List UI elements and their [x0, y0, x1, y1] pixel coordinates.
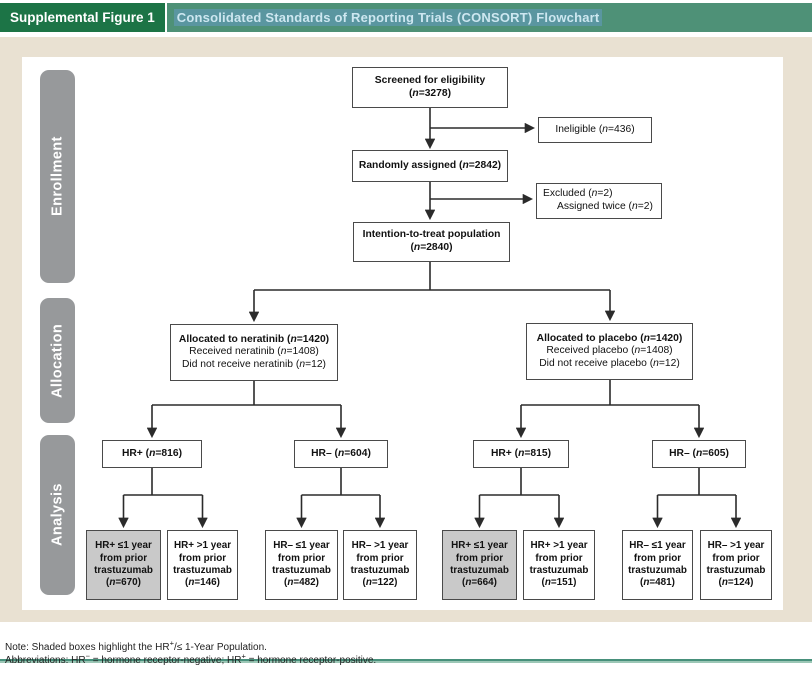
flow-box-line: Excluded (n=2): [543, 188, 613, 200]
stage-label-analysis: Analysis: [40, 435, 75, 595]
flow-box-line: Assigned twice (n=2): [557, 201, 653, 212]
flow-box-line: HR+ ≤1 year: [95, 540, 152, 552]
flow-box-line: HR– (n=604): [311, 447, 371, 459]
flow-box-line: (n=151): [541, 577, 577, 589]
flow-box-line: (n=146): [185, 577, 220, 589]
flow-box-line: (n=482): [284, 577, 319, 589]
flow-box-randomized: Randomly assigned (n=2842): [352, 150, 508, 182]
flow-box-line: HR+ (n=815): [490, 447, 552, 459]
flow-box-line: trastuzumab: [706, 565, 766, 576]
flow-box-neratinib: Allocated to neratinib (n=1420)Received …: [170, 324, 338, 381]
stage-label-enrollment: Enrollment: [40, 70, 75, 283]
flow-box-hr_pos_pla: HR+ (n=815): [473, 440, 569, 468]
flow-box-line: Randomly assigned (n=2842): [358, 159, 502, 171]
flow-box-line: trastuzumab: [350, 565, 410, 576]
figure-title: Consolidated Standards of Reporting Tria…: [173, 9, 603, 26]
figure-panel: Enrollment Allocation Analysis Screened …: [0, 37, 812, 663]
note-line: Note: Shaded boxes highlight the HR+/≤ 1…: [5, 638, 267, 653]
flow-box-line: Received placebo (n=1408): [546, 345, 673, 357]
flow-box-line: (n=124): [718, 577, 754, 589]
flow-box-line: Did not receive placebo (n=12): [539, 357, 680, 369]
flow-box-hr_neg_ner: HR– (n=604): [294, 440, 388, 468]
flow-box-line: Allocated to placebo (n=1420): [536, 332, 683, 344]
flow-box-line: from prior: [99, 552, 148, 564]
flow-box-line: HR+ >1 year: [530, 540, 588, 552]
flow-connectors: [118, 108, 742, 529]
flow-box-line: from prior: [356, 552, 404, 564]
flow-box-line: trastuzumab: [173, 565, 232, 576]
flow-box-line: Ineligible (n=436): [555, 123, 635, 135]
flowchart-canvas: Enrollment Allocation Analysis Screened …: [22, 57, 783, 610]
flow-box-line: (n=481): [640, 577, 675, 589]
flow-box-line: HR+ (n=816): [121, 447, 183, 459]
flow-box-line: Received neratinib (n=1408): [189, 346, 319, 358]
flow-box-hr_neg_pla: HR– (n=605): [652, 440, 746, 468]
flow-box-line: from prior: [633, 552, 682, 564]
flow-box-line: Did not receive neratinib (n=12): [182, 358, 326, 370]
stage-label-allocation: Allocation: [40, 298, 75, 423]
abbreviations-line: Abbreviations: HR− = hormone receptor-ne…: [5, 651, 377, 666]
flow-box-ineligible: Ineligible (n=436): [538, 117, 652, 143]
figure-title-segment: Consolidated Standards of Reporting Tria…: [166, 3, 812, 32]
flow-box-line: trastuzumab: [94, 565, 153, 576]
flow-box-line: Screened for eligibility: [374, 74, 486, 86]
flow-box-line: HR– >1 year: [351, 540, 409, 552]
flow-box-itt: Intention-to-treat population(n=2840): [353, 222, 510, 262]
flow-box-screened: Screened for eligibility(n=3278): [352, 67, 508, 108]
flow-box-line: from prior: [712, 552, 760, 564]
flow-box-line: from prior: [535, 552, 583, 564]
flow-box-placebo: Allocated to placebo (n=1420)Received pl…: [526, 323, 693, 380]
flow-box-line: (n=3278): [408, 87, 452, 99]
flow-box-line: trastuzumab: [529, 565, 589, 576]
flow-box-line: HR– (n=605): [669, 447, 729, 459]
flow-box-line: trastuzumab: [272, 565, 331, 576]
flow-box-line: (n=2840): [410, 242, 453, 253]
flow-box-line: (n=670): [106, 577, 141, 589]
flow-box-line: (n=122): [362, 577, 398, 589]
flow-box-excluded: Excluded (n=2)Assigned twice (n=2): [536, 183, 662, 219]
flow-box-line: Allocated to neratinib (n=1420): [178, 333, 330, 345]
flow-box-line: HR+ >1 year: [173, 540, 232, 552]
flow-box-line: HR– >1 year: [707, 540, 765, 552]
teal-divider-rule: [0, 659, 812, 663]
flow-box-hr_pos_ner: HR+ (n=816): [102, 440, 202, 468]
flow-box-line: (n=664): [462, 577, 497, 589]
flow-box-line: from prior: [178, 552, 227, 564]
flow-box-line: HR– ≤1 year: [629, 540, 686, 552]
flow-box-line: Intention-to-treat population: [362, 229, 501, 241]
figure-label: Supplemental Figure 1: [0, 3, 167, 32]
flow-box-line: trastuzumab: [450, 565, 509, 576]
figure-notes: Note: Shaded boxes highlight the HR+/≤ 1…: [5, 638, 377, 667]
flow-box-line: HR– ≤1 year: [273, 540, 330, 552]
flow-box-line: from prior: [277, 552, 326, 564]
flow-box-line: from prior: [455, 552, 504, 564]
flow-box-line: HR+ ≤1 year: [451, 540, 508, 552]
flow-box-line: trastuzumab: [628, 565, 687, 576]
figure-header-bar: Supplemental Figure 1 Consolidated Stand…: [0, 3, 812, 32]
